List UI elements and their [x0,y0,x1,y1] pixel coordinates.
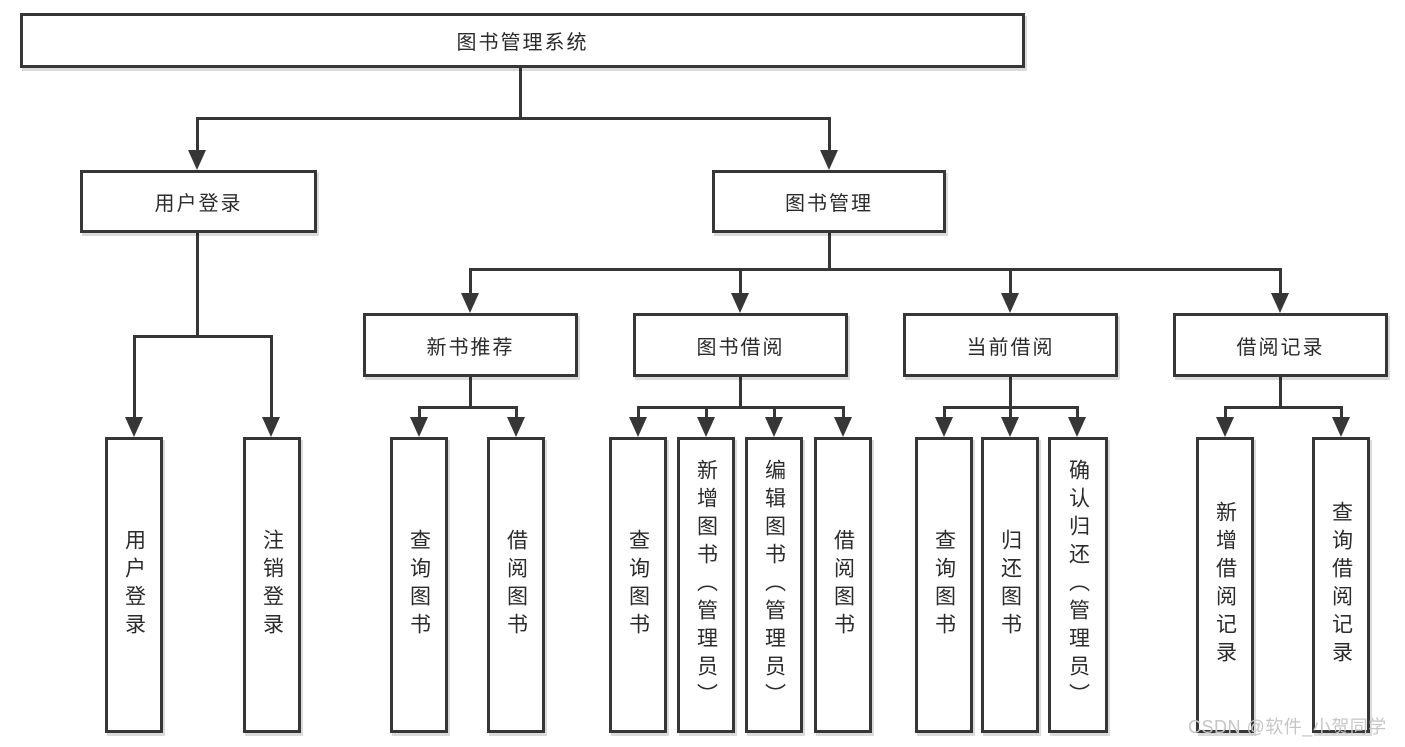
leaf-return-book: 归还图书 [981,437,1039,733]
leaf-edit-book-admin: 编辑图书（管理员） [745,437,803,733]
arrow-down-icon [1001,293,1019,313]
arrow-down-icon [1068,417,1086,437]
arrow-down-icon [731,293,749,313]
connector-line [1279,268,1282,295]
connector-line [705,406,708,419]
connector-line [133,335,273,338]
leaf-query-books-recommend: 查询图书 [390,437,448,733]
connector-line [515,406,518,419]
leaf-edit-book-admin-label: 编辑图书（管理员） [762,459,786,711]
connector-line [519,68,522,117]
connector-line [828,233,831,268]
connector-line [1009,268,1012,295]
connector-line [739,268,742,295]
node-root: 图书管理系统 [20,13,1025,68]
node-new-book-recommend-label: 新书推荐 [426,336,515,359]
node-book-borrow: 图书借阅 [633,313,848,377]
arrow-down-icon [125,417,143,437]
arrow-down-icon [188,150,206,170]
leaf-borrow-books-borrow: 借阅图书 [814,437,872,733]
arrow-down-icon [1332,417,1350,437]
leaf-user-login-label: 用户登录 [122,529,146,641]
arrow-down-icon [765,417,783,437]
connector-line [270,335,273,419]
leaf-user-login: 用户登录 [105,437,163,733]
leaf-add-book-admin-label: 新增图书（管理员） [694,459,718,711]
connector-line [418,406,518,409]
node-book-management-label: 图书管理 [785,193,873,215]
arrow-down-icon [461,293,479,313]
leaf-query-books-borrow: 查询图书 [609,437,667,733]
connector-line [828,117,831,152]
leaf-query-books-current-label: 查询图书 [932,529,956,641]
leaf-add-book-admin: 新增图书（管理员） [677,437,735,733]
arrow-down-icon [1001,417,1019,437]
leaf-confirm-return-admin: 确认归还（管理员） [1048,437,1108,733]
leaf-query-borrow-record-label: 查询借阅记录 [1329,501,1353,669]
node-book-borrow-label: 图书借阅 [696,336,785,359]
leaf-query-books-current: 查询图书 [915,437,973,733]
arrow-down-icon [507,417,525,437]
arrow-down-icon [629,417,647,437]
leaf-logout: 注销登录 [243,437,301,733]
connector-line [1076,406,1079,419]
arrow-down-icon [820,150,838,170]
arrow-down-icon [1271,293,1289,313]
connector-line [1279,377,1282,406]
node-new-book-recommend: 新书推荐 [363,313,578,377]
watermark-text: CSDN @软件_小贺同学 [1188,717,1387,737]
connector-line [1340,406,1343,419]
connector-line [1224,406,1227,419]
connector-line [1224,406,1343,409]
leaf-query-borrow-record: 查询借阅记录 [1312,437,1370,733]
leaf-borrow-books-recommend-label: 借阅图书 [504,529,528,641]
arrow-down-icon [262,417,280,437]
connector-line [739,377,742,406]
connector-line [469,268,1282,271]
node-current-borrow: 当前借阅 [903,313,1118,377]
leaf-logout-label: 注销登录 [260,529,284,641]
node-user-login: 用户登录 [80,170,317,233]
connector-line [773,406,776,419]
connector-line [196,117,831,120]
leaf-confirm-return-admin-label: 确认归还（管理员） [1066,459,1090,711]
connector-line [637,406,640,419]
leaf-borrow-books-recommend: 借阅图书 [487,437,545,733]
arrow-down-icon [834,417,852,437]
leaf-add-borrow-record: 新增借阅记录 [1196,437,1254,733]
connector-line [196,117,199,152]
connector-line [196,233,199,335]
arrow-down-icon [1216,417,1234,437]
leaf-query-books-borrow-label: 查询图书 [626,529,650,641]
node-user-login-label: 用户登录 [154,193,243,215]
connector-line [469,268,472,295]
connector-line [418,406,421,419]
leaf-query-books-recommend-label: 查询图书 [407,529,431,641]
connector-line [842,406,845,419]
arrow-down-icon [697,417,715,437]
connector-line [1009,406,1012,419]
leaf-add-borrow-record-label: 新增借阅记录 [1213,501,1237,669]
node-root-label: 图书管理系统 [456,32,589,54]
connector-line [469,377,472,406]
node-borrow-records: 借阅记录 [1173,313,1388,377]
connector-line [637,406,845,409]
leaf-borrow-books-borrow-label: 借阅图书 [831,529,855,641]
connector-line [1009,377,1012,406]
leaf-return-book-label: 归还图书 [998,529,1022,641]
arrow-down-icon [935,417,953,437]
node-current-borrow-label: 当前借阅 [966,336,1055,359]
node-book-management: 图书管理 [712,170,946,233]
connector-line [133,335,136,419]
node-borrow-records-label: 借阅记录 [1236,336,1325,359]
arrow-down-icon [410,417,428,437]
connector-line [943,406,946,419]
